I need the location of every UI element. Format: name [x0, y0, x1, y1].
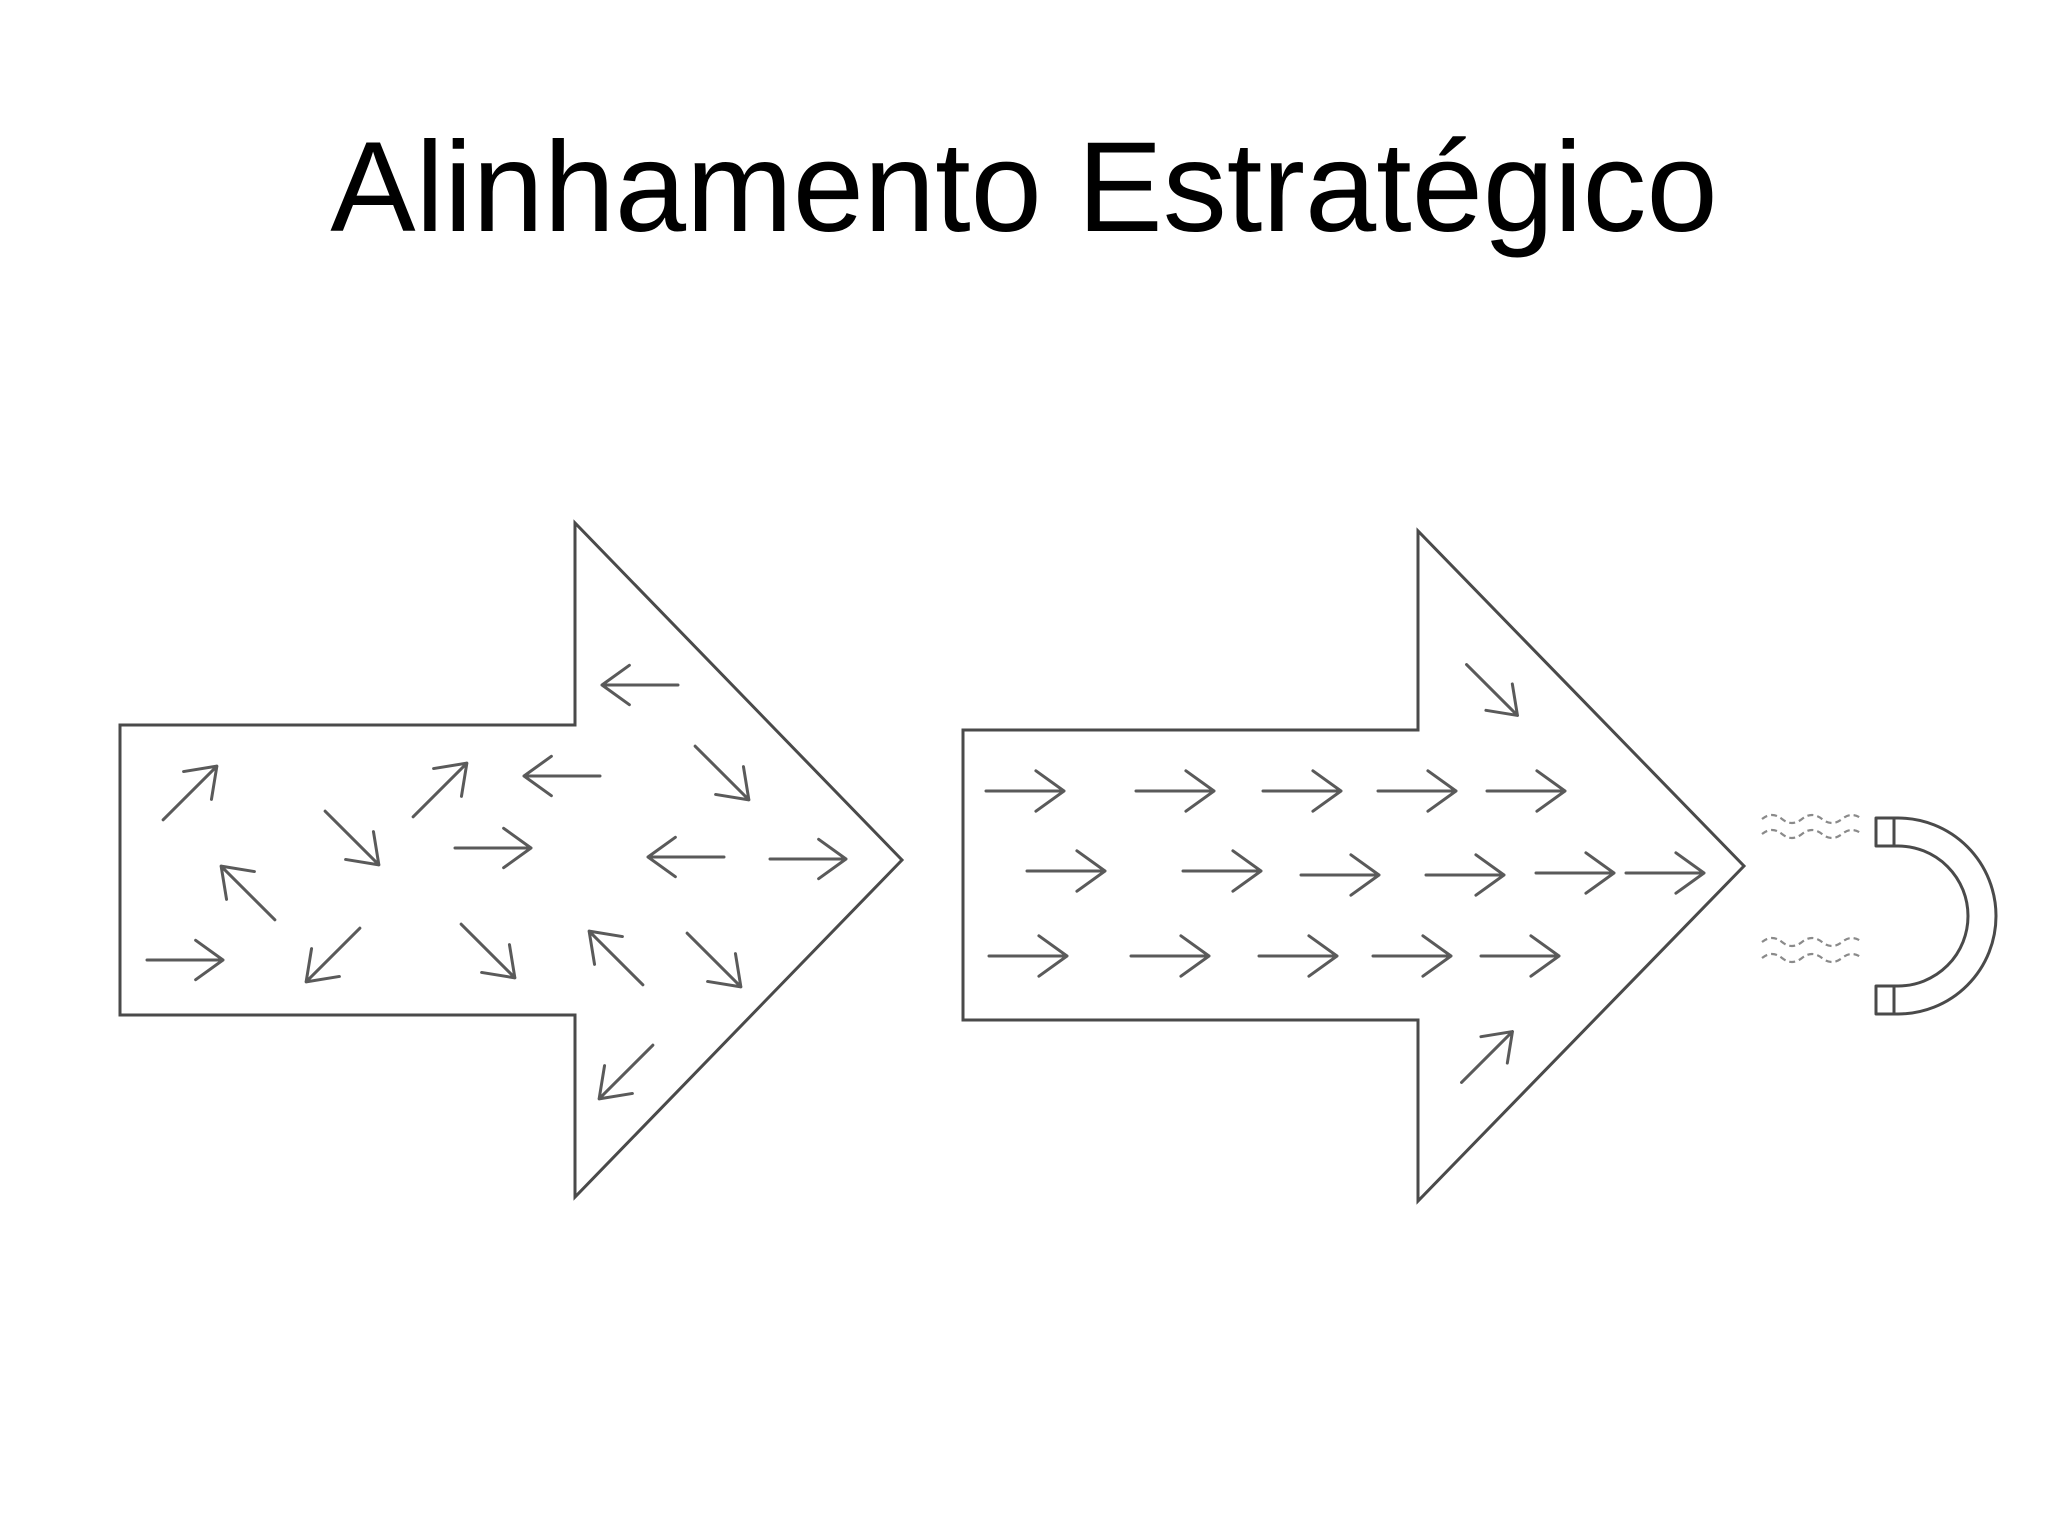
inner-arrow — [1299, 853, 1381, 897]
magnet-body — [1874, 816, 1998, 1016]
inner-arrow — [1261, 769, 1343, 813]
inner-arrow — [1624, 851, 1706, 895]
inner-arrow — [646, 835, 726, 879]
magnet-icon — [1761, 813, 1998, 1016]
inner-arrow — [304, 926, 362, 984]
inner-arrow — [453, 826, 533, 870]
inner-arrow — [161, 764, 219, 822]
inner-arrow — [1371, 934, 1453, 978]
inner-arrow — [600, 663, 680, 707]
field-wave — [1761, 936, 1863, 948]
inner-arrow — [984, 769, 1066, 813]
inner-arrow — [685, 931, 743, 989]
inner-arrow — [1181, 849, 1263, 893]
inner-arrow — [987, 934, 1069, 978]
inner-arrow — [1376, 769, 1458, 813]
misaligned-arrow-icon — [118, 519, 905, 1201]
aligned-arrow-outline — [961, 527, 1747, 1205]
inner-arrow — [693, 744, 751, 802]
misaligned-arrow-outline — [118, 519, 905, 1201]
inner-arrow — [1134, 769, 1216, 813]
inner-arrow — [1025, 849, 1107, 893]
inner-arrow — [1460, 1030, 1514, 1084]
inner-arrow — [587, 929, 645, 987]
inner-arrow — [768, 837, 848, 881]
inner-arrow — [1257, 934, 1339, 978]
inner-arrow — [597, 1043, 655, 1101]
inner-arrow — [1534, 851, 1616, 895]
inner-arrow — [1465, 663, 1519, 717]
field-wave — [1761, 813, 1863, 825]
inner-arrow — [219, 864, 277, 922]
slide-title: Alinhamento Estratégico — [330, 116, 1718, 259]
inner-arrow — [1129, 934, 1211, 978]
inner-arrow — [1479, 934, 1561, 978]
field-wave — [1761, 828, 1863, 840]
inner-arrow — [1485, 769, 1567, 813]
inner-arrow — [323, 809, 381, 867]
inner-arrow — [411, 761, 469, 819]
inner-arrow — [459, 922, 517, 980]
field-wave — [1761, 952, 1863, 964]
inner-arrow — [145, 938, 225, 982]
aligned-arrow-icon — [961, 527, 1747, 1205]
inner-arrow — [522, 754, 602, 798]
inner-arrow — [1424, 853, 1506, 897]
